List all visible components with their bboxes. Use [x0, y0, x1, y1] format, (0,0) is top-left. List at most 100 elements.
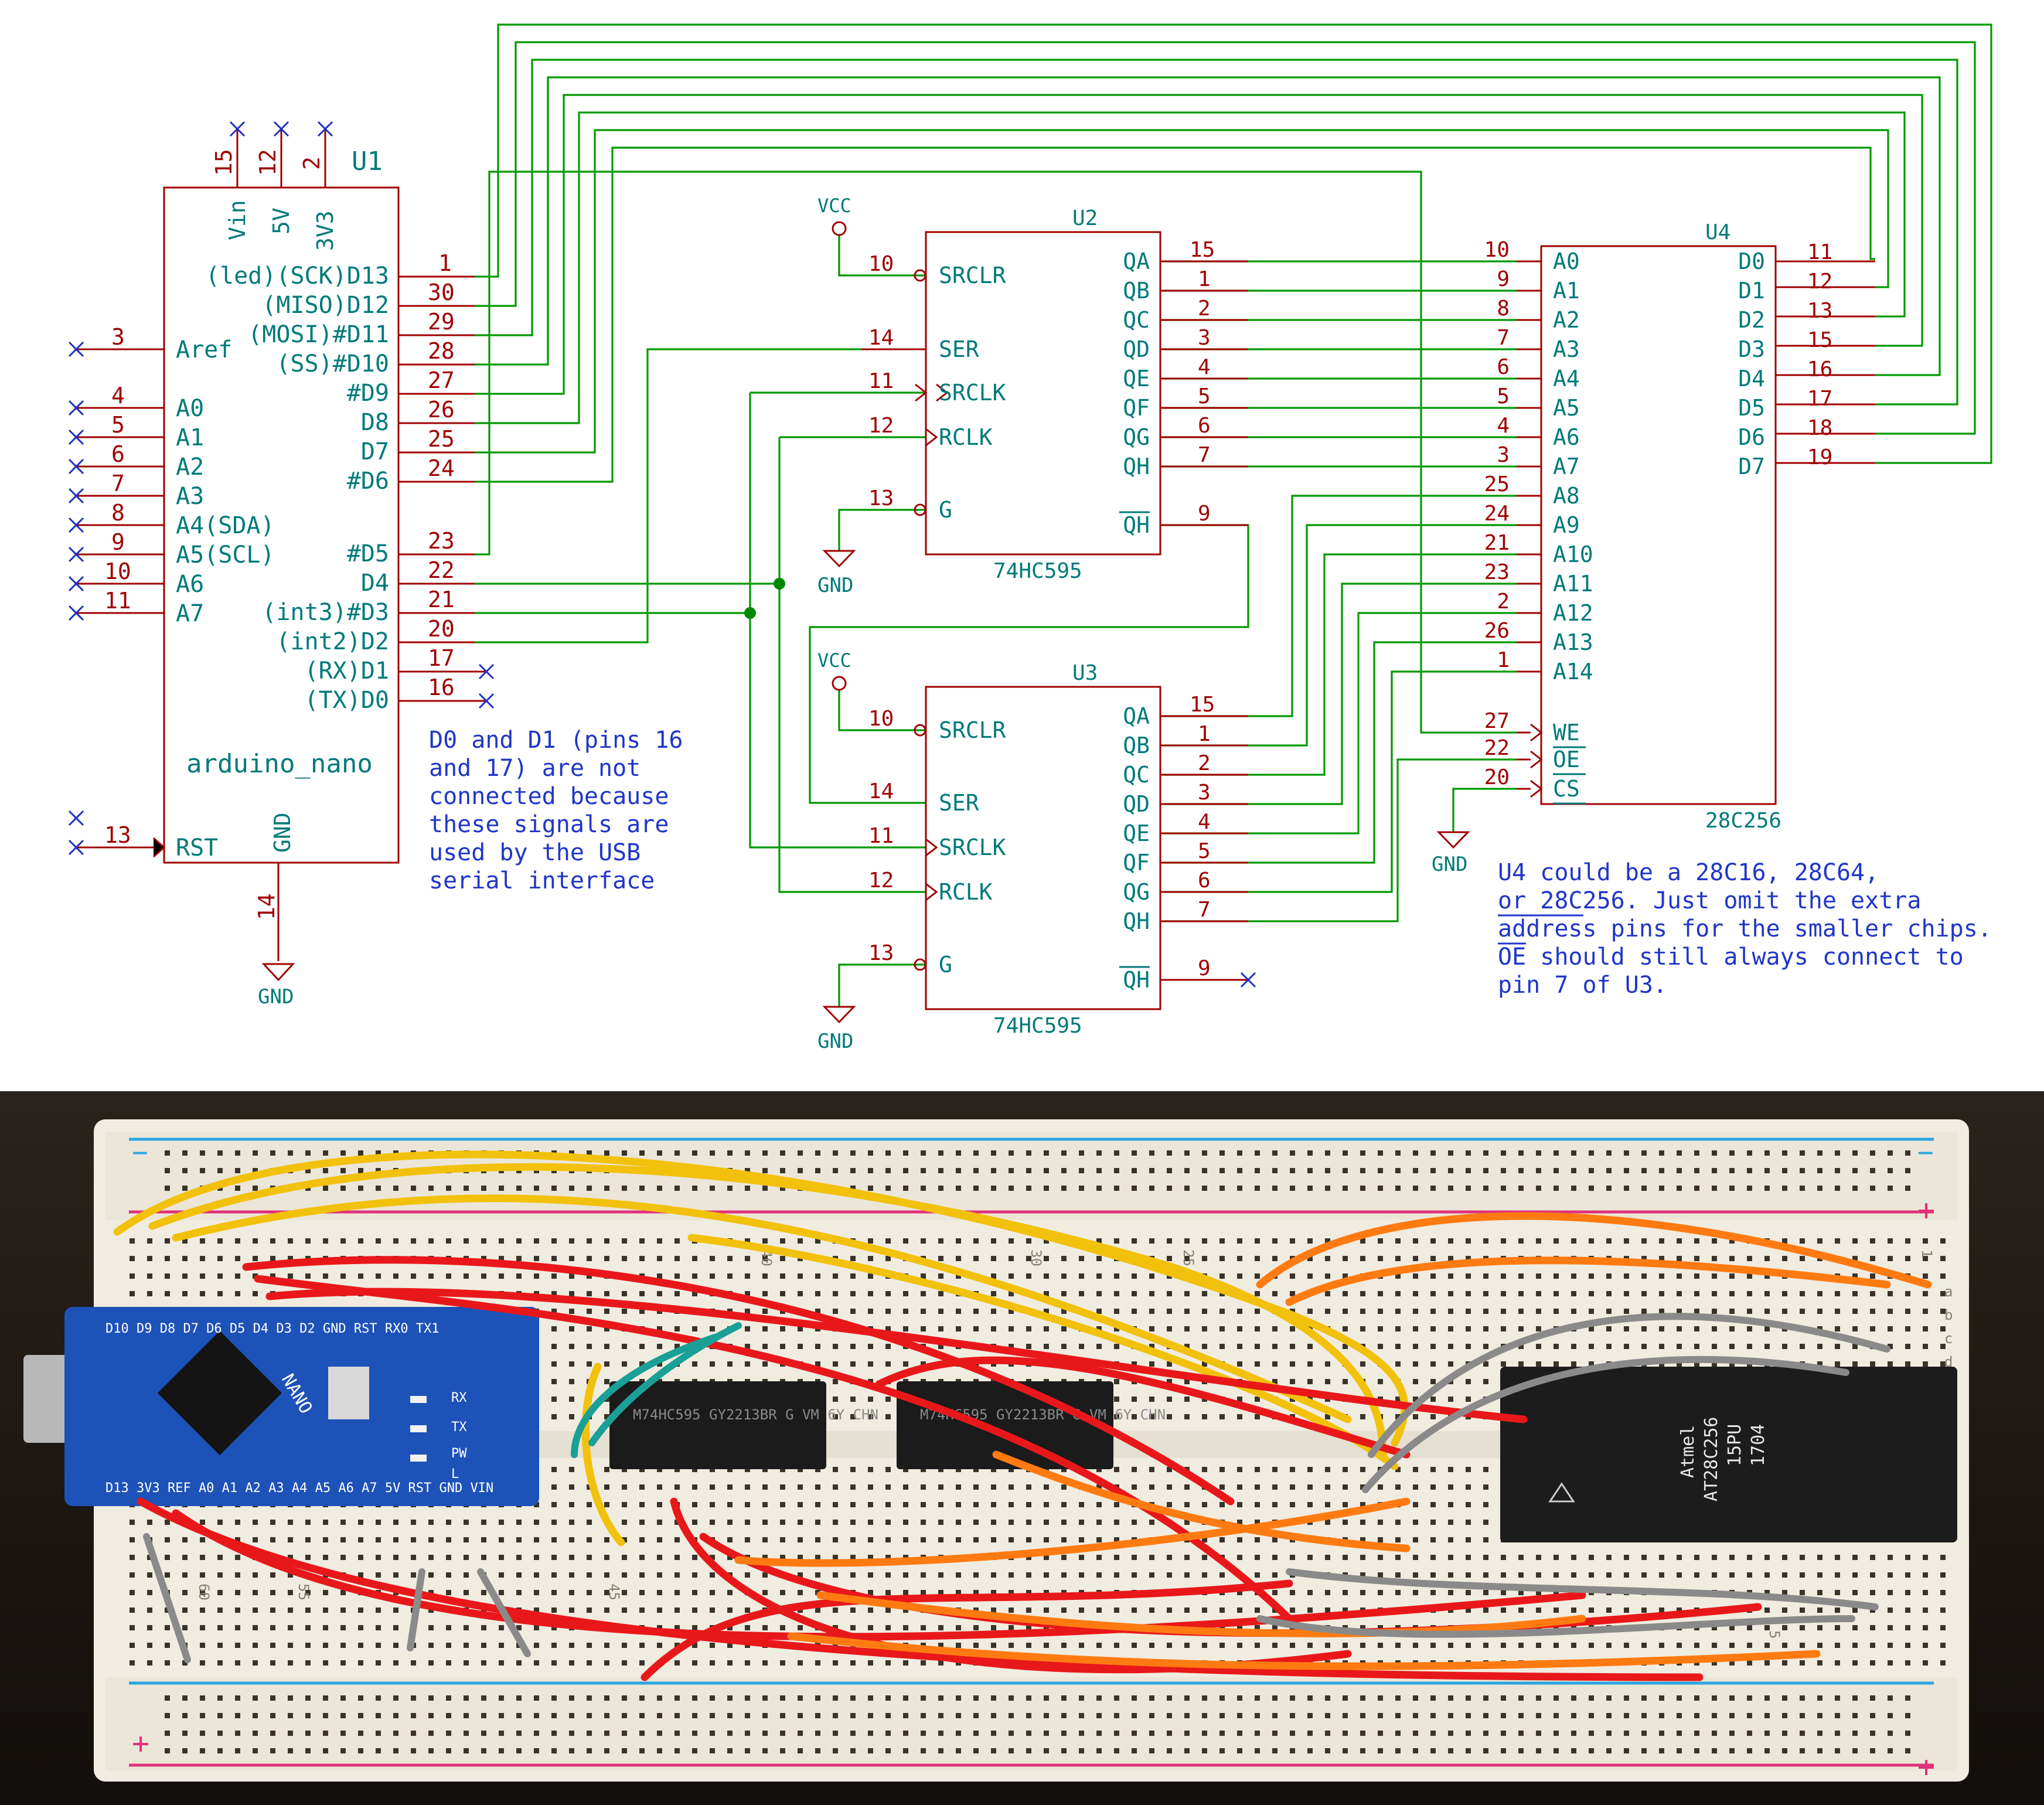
u2-pin-num: 3: [1198, 326, 1211, 350]
u1-pin-num: 15: [211, 149, 237, 176]
u4-pin-num: 8: [1497, 297, 1510, 321]
u1-pin-name: #D5: [347, 540, 389, 567]
u1-pin-name: Vin: [224, 200, 250, 240]
u4-pin-num: 9: [1497, 267, 1510, 291]
junction-dot: [744, 607, 756, 619]
u1-arduino-nano: U1 arduino_nano 15 12 2 Vin 5V 3V3 GND 1…: [68, 121, 495, 1009]
wire-net: [475, 23, 1992, 1007]
u1-ref: U1: [352, 147, 383, 176]
u3-pin-name: QH: [1123, 908, 1150, 934]
u1-pin-num: 5: [111, 412, 125, 438]
u3-pin-name: QE: [1123, 820, 1150, 846]
gnd-symbol: [261, 963, 295, 982]
u1-pin-name: A7: [176, 600, 204, 627]
u2-pin-num: 15: [1190, 238, 1215, 262]
u4-pin-num: 20: [1484, 765, 1510, 789]
no-connect-marks: [478, 663, 495, 709]
u2-pin-num: 11: [868, 369, 894, 393]
svg-text:connected because: connected because: [429, 783, 669, 810]
u3-pin-num: 11: [868, 824, 894, 848]
u1-pin-name: A4(SDA): [176, 512, 275, 539]
u1-pin-name: (int3)#D3: [262, 599, 389, 626]
u3-pin-num: 12: [868, 869, 894, 893]
u3-pin-num: 1: [1198, 722, 1211, 746]
u4-pin-num: 4: [1497, 414, 1510, 438]
nano-header-label: D10 D9 D8 D7 D6 D5 D4 D3 D2 GND RST RX0 …: [105, 1322, 440, 1336]
u4-pin-num: 26: [1484, 619, 1510, 643]
u1-pin-num: 24: [428, 455, 455, 481]
u4-pin-num: 24: [1484, 502, 1510, 526]
nano-header-label: D13 3V3 REF A0 A1 A2 A3 A4 A5 A6 A7 5V R…: [105, 1481, 493, 1496]
u1-pin-num: 14: [254, 893, 280, 920]
u4-pin-num: 18: [1807, 416, 1832, 440]
u4-pin-num: 22: [1484, 736, 1510, 760]
u2-pin-num: 12: [868, 414, 894, 438]
u1-pin-name: (led)(SCK)D13: [206, 263, 389, 290]
u4-pin-name: A7: [1553, 454, 1580, 479]
svg-text:D0 and D1 (pins 16: D0 and D1 (pins 16: [429, 727, 683, 754]
u3-pin-num: 3: [1198, 781, 1211, 805]
u4-pin-num: 21: [1484, 531, 1510, 555]
gnd-label: GND: [1432, 853, 1467, 876]
u4-pin-num: 27: [1484, 709, 1510, 733]
u3-pin-num: 6: [1198, 869, 1211, 893]
u3-shift-register: U3 74HC595 VCC GND 10 14 11 12 13 SRCLR …: [817, 649, 1256, 1053]
rail-minus-sign: −: [132, 1136, 148, 1168]
u1-pin-num: 10: [104, 558, 131, 584]
u1-pin-name: (MOSI)#D11: [248, 321, 389, 348]
u1-pin-num: 20: [428, 616, 455, 642]
microcontroller-chip: [157, 1330, 282, 1456]
nano-led-label: PW: [451, 1446, 467, 1461]
svg-text:address pins for the smaller c: address pins for the smaller chips.: [1498, 915, 1992, 942]
u3-pin-num: 9: [1198, 956, 1211, 980]
u1-pin-num: 4: [111, 383, 125, 408]
rail-plus-sign: +: [1917, 1750, 1935, 1784]
eeprom-chip: Atmel AT28C256 15PU 1704: [1500, 1367, 1957, 1542]
u1-pin-name: (TX)D0: [305, 687, 390, 714]
u1-pin-num: 30: [428, 280, 455, 305]
svg-text:OE should still always connect: OE should still always connect to: [1498, 944, 1964, 970]
u3-pin-num: 4: [1198, 810, 1211, 834]
u4-pin-name: A11: [1553, 571, 1593, 597]
u3-pin-num: 2: [1198, 751, 1211, 775]
u2-pin-num: 2: [1198, 297, 1211, 321]
u4-pin-name: WE: [1553, 720, 1580, 745]
u2-pin-num: 7: [1198, 443, 1211, 467]
u3-pin-num: 14: [868, 779, 894, 803]
u2-pin-name: G: [939, 497, 952, 523]
u4-pin-name: A10: [1553, 542, 1593, 567]
u4-pin-name: A0: [1553, 248, 1580, 274]
u4-pin-num: 2: [1497, 590, 1510, 614]
schematic-svg: U1 arduino_nano 15 12 2 Vin 5V 3V3 GND 1…: [68, 23, 1992, 1053]
u4-pin-name: A6: [1553, 424, 1580, 450]
u4-pin-name: A4: [1553, 366, 1580, 391]
column-number: 25: [1180, 1249, 1197, 1266]
row-letter: b: [1944, 1307, 1953, 1323]
u2-pin-num: 10: [868, 252, 894, 276]
rail-minus-sign: −: [1917, 1136, 1934, 1168]
u4-pin-num: 5: [1497, 384, 1510, 408]
column-number: 45: [606, 1583, 622, 1600]
u4-pin-num: 23: [1484, 560, 1510, 584]
u1-pin-name: (int2)D2: [276, 628, 389, 655]
svg-text:U4 could be a 28C16, 28C64,: U4 could be a 28C16, 28C64,: [1498, 859, 1879, 886]
u2-value: 74HC595: [993, 559, 1082, 583]
junction-dot: [774, 578, 785, 590]
u2-pin-name: QC: [1123, 307, 1150, 333]
u1-pin-name: (SS)#D10: [276, 350, 389, 377]
usb-connector: [23, 1355, 70, 1443]
u4-pin-name: D7: [1738, 454, 1765, 479]
u4-pin-name: D6: [1738, 424, 1765, 450]
u4-pin-name: A9: [1553, 512, 1580, 538]
u2-pin-name: QH: [1123, 512, 1150, 538]
u1-pin-num: 1: [438, 250, 452, 276]
u1-pin-num: 29: [428, 309, 455, 335]
u2-pin-name: SER: [939, 336, 979, 362]
u1-pin-num: 21: [428, 587, 455, 612]
u1-pin-name: (MISO)D12: [262, 292, 389, 319]
u1-pin-name: #D6: [347, 468, 389, 495]
u1-pin-num: 22: [428, 557, 455, 583]
u4-pin-name: D0: [1738, 248, 1765, 274]
u1-pin-num: 16: [428, 675, 455, 700]
u4-value: 28C256: [1705, 809, 1781, 833]
